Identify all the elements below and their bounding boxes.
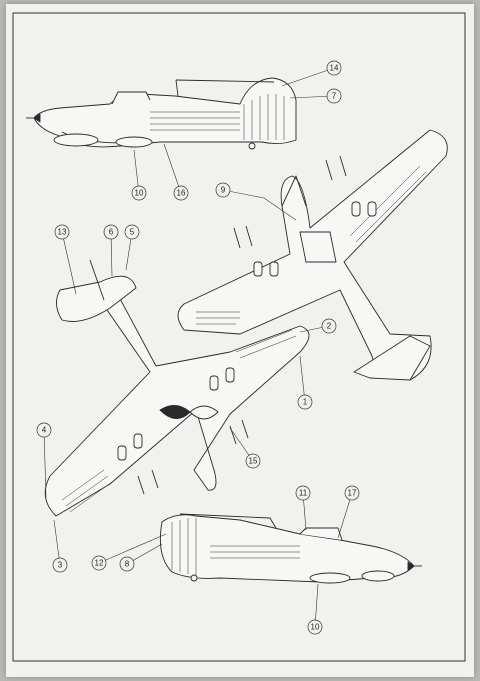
callout-17: 17: [344, 485, 360, 501]
callout-label: 13: [58, 228, 67, 237]
callout-7: 7: [326, 88, 342, 104]
callout-6: 6: [103, 224, 119, 240]
underside-view-plane: [44, 259, 310, 517]
callout-label: 12: [95, 559, 104, 568]
callout-4: 4: [36, 422, 52, 438]
callout-14: 14: [326, 60, 342, 76]
callout-label: 17: [348, 489, 357, 498]
callout-10-top: 10: [131, 185, 147, 201]
page-border: [12, 12, 466, 662]
callout-10-bottom: 10: [307, 619, 323, 635]
callout-3: 3: [52, 557, 68, 573]
callout-label: 10: [311, 623, 320, 632]
side-view-bottom: [159, 513, 422, 584]
callout-label: 7: [332, 92, 337, 101]
callout-label: 16: [177, 189, 186, 198]
callout-label: 10: [135, 189, 144, 198]
callout-2: 2: [321, 318, 337, 334]
top-view-plane: [177, 129, 448, 381]
callout-label: 11: [299, 489, 308, 498]
callouts: 14 7 10 16 9 13 6 5: [36, 60, 360, 635]
callout-label: 5: [130, 228, 135, 237]
callout-label: 4: [42, 426, 47, 435]
callout-1: 1: [297, 394, 313, 410]
leader-lines: [43, 67, 353, 628]
callout-5: 5: [124, 224, 140, 240]
callout-8: 8: [119, 556, 135, 572]
callout-13: 13: [54, 224, 70, 240]
side-view-top: [26, 77, 297, 150]
callout-label: 8: [125, 560, 130, 569]
callout-label: 14: [330, 64, 339, 73]
callout-12: 12: [91, 555, 107, 571]
callout-label: 3: [58, 561, 63, 570]
callout-label: 9: [221, 186, 226, 195]
callout-label: 6: [109, 228, 114, 237]
callout-label: 1: [303, 398, 308, 407]
callout-16: 16: [173, 185, 189, 201]
callout-15: 15: [245, 453, 261, 469]
callout-label: 2: [327, 322, 332, 331]
callout-label: 15: [249, 457, 258, 466]
callout-9: 9: [215, 182, 231, 198]
callout-11: 11: [295, 485, 311, 501]
